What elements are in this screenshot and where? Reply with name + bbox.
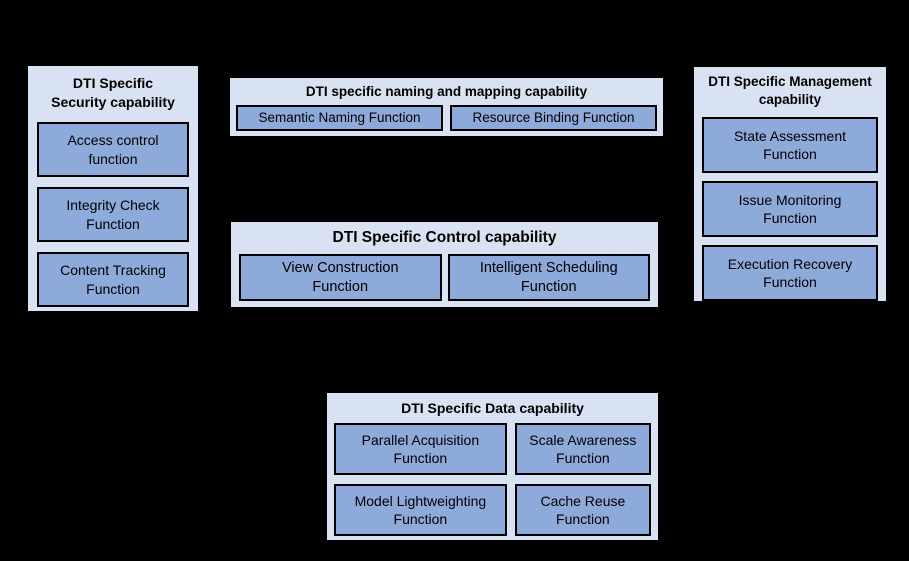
function-box-resource-binding: Resource Binding Function [450, 105, 657, 131]
function-box-access-control: Access control function [37, 122, 189, 177]
group-title: DTI Specific Control capability [332, 229, 557, 246]
group-title: DTI Specific Management capability [708, 74, 872, 107]
group-control-capability: DTI Specific Control capability View Con… [229, 220, 660, 309]
function-box-cache-reuse: Cache Reuse Function [514, 484, 651, 536]
function-grid: Parallel Acquisition Function Scale Awar… [334, 423, 651, 536]
group-security-capability: DTI Specific Security capability Access … [26, 64, 200, 313]
group-title: DTI Specific Data capability [401, 400, 584, 416]
group-title: DTI Specific Security capability [51, 75, 175, 110]
function-box-intelligent-scheduling: Intelligent Scheduling Function [447, 254, 650, 301]
function-box-execution-recovery: Execution Recovery Function [702, 245, 878, 301]
group-title: DTI specific naming and mapping capabili… [305, 84, 588, 99]
function-box-scale-awareness: Scale Awareness Function [514, 423, 651, 475]
function-box-content-tracking: Content Tracking Function [37, 252, 189, 307]
group-naming-mapping-capability: DTI specific naming and mapping capabili… [228, 76, 665, 138]
function-box-model-lightweighting: Model Lightweighting Function [334, 484, 507, 536]
function-box-parallel-acquisition: Parallel Acquisition Function [334, 423, 507, 475]
group-management-capability: DTI Specific Management capability State… [692, 65, 888, 303]
function-box-view-construction: View Construction Function [239, 254, 442, 301]
function-box-issue-monitoring: Issue Monitoring Function [702, 181, 878, 237]
function-box-integrity-check: Integrity Check Function [37, 187, 189, 242]
function-row: View Construction Function Intelligent S… [239, 254, 650, 301]
function-box-semantic-naming: Semantic Naming Function [236, 105, 443, 131]
function-box-state-assessment: State Assessment Function [702, 117, 878, 173]
function-row: Semantic Naming Function Resource Bindin… [236, 105, 657, 131]
group-data-capability: DTI Specific Data capability Parallel Ac… [325, 391, 660, 542]
